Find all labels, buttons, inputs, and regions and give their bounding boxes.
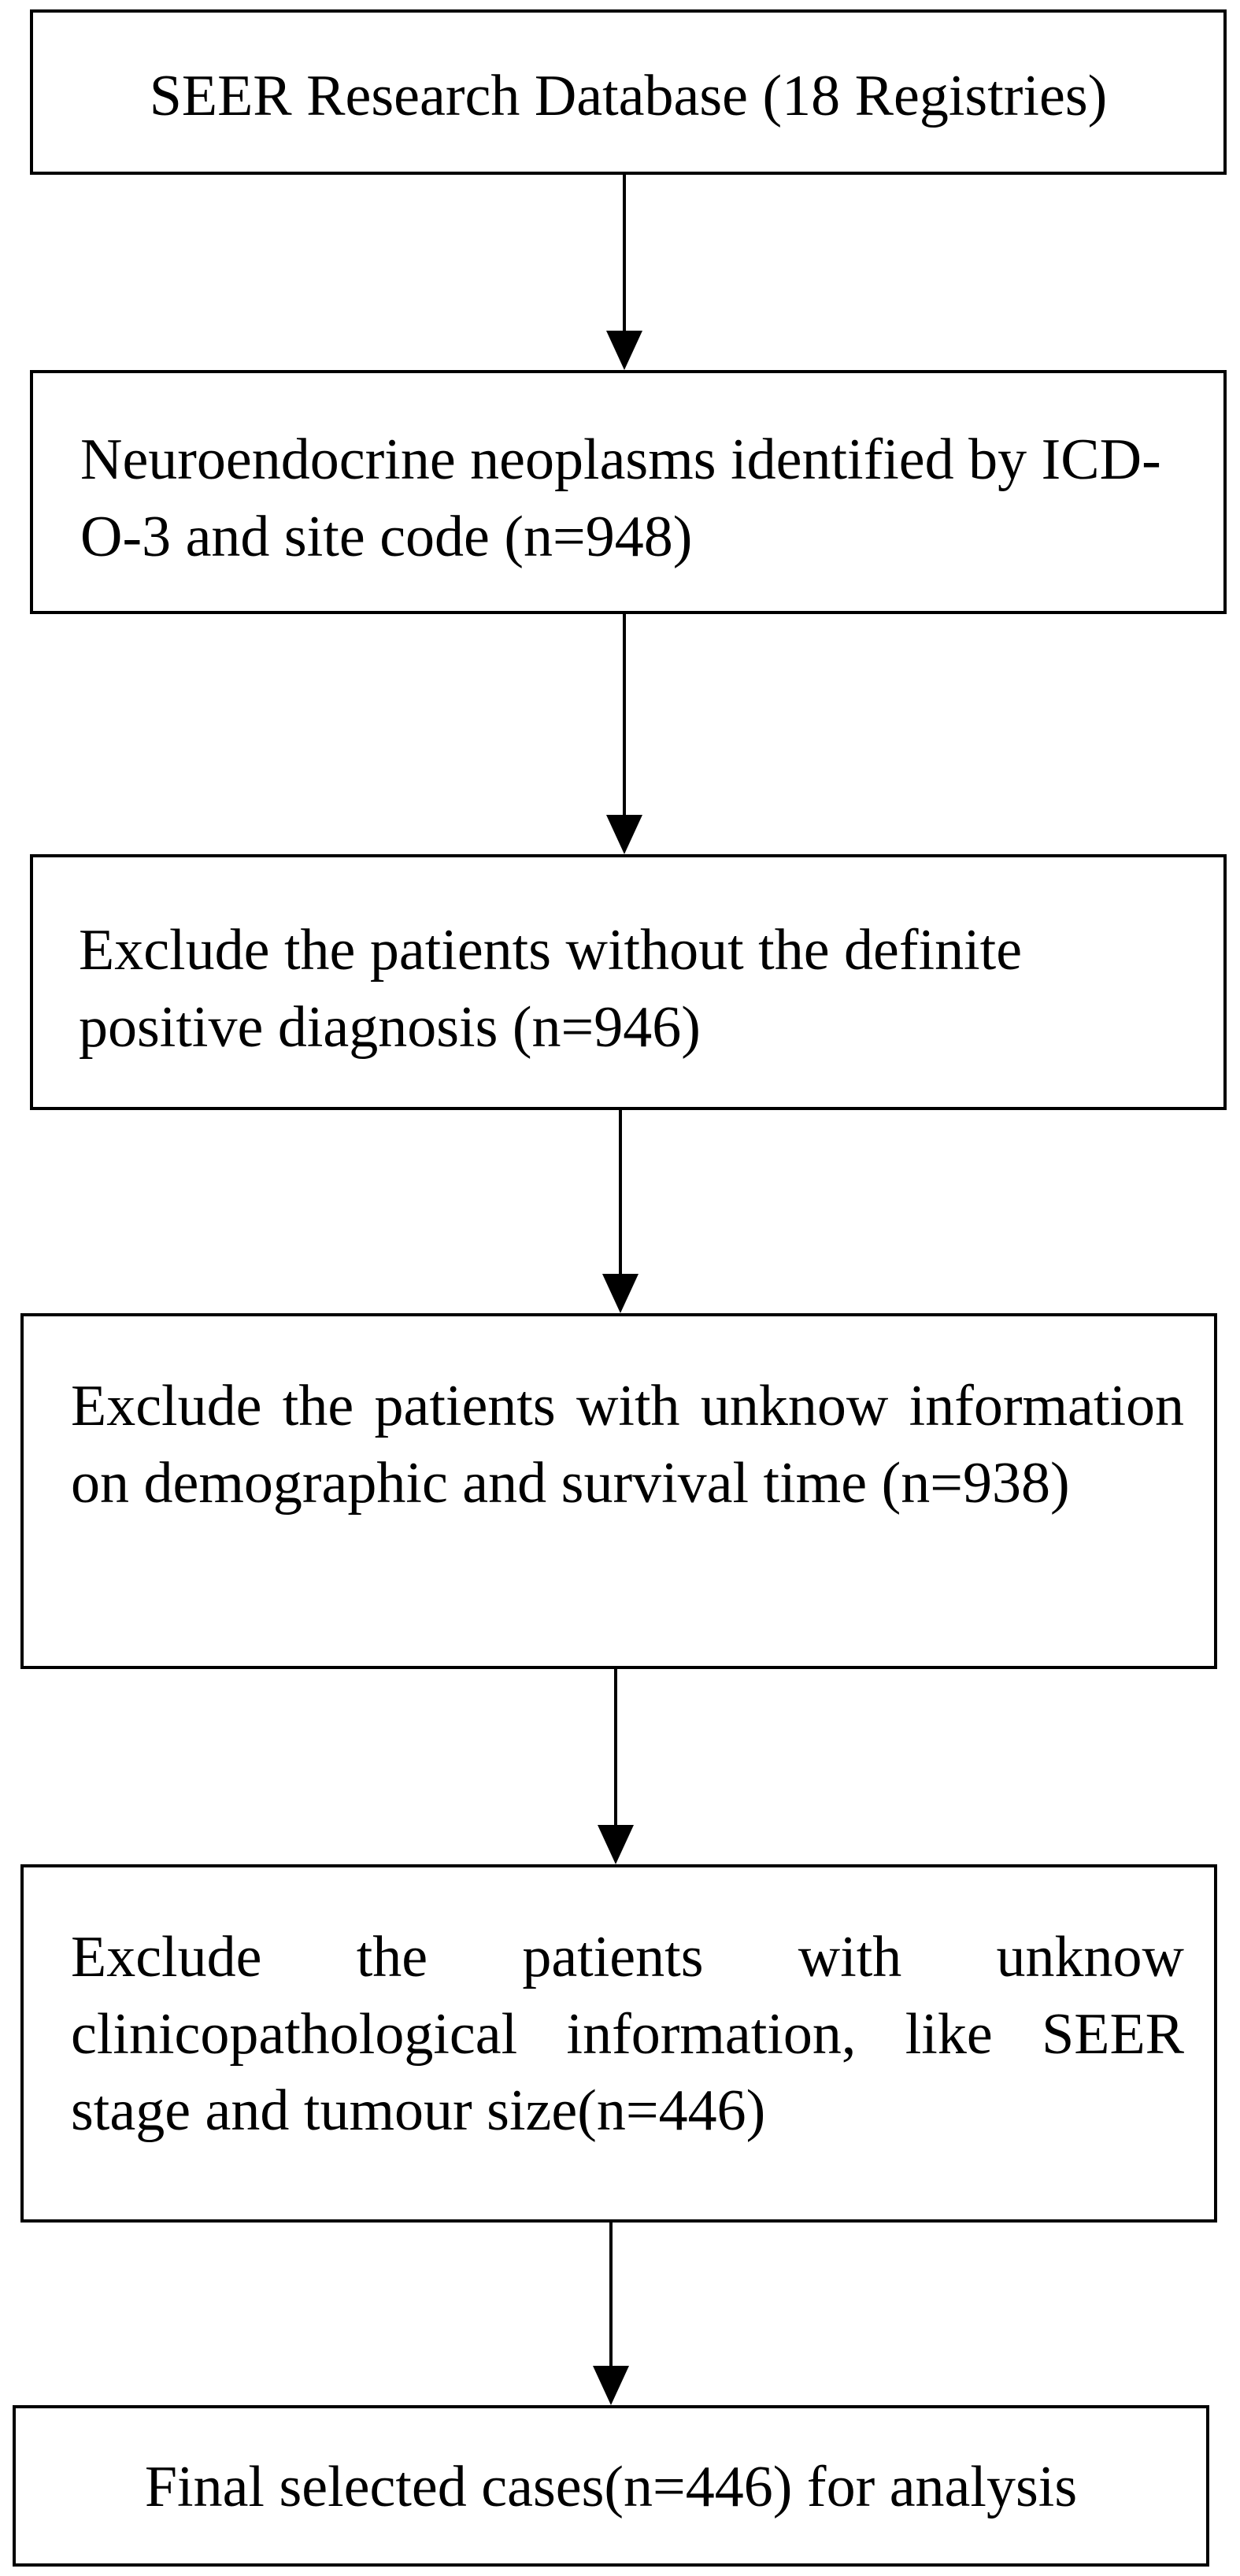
- flowchart-box-text: Exclude the patients without the definit…: [79, 918, 1023, 1060]
- flowchart-box-exclude-unknown-clinicopathological: Exclude the patients with unknow clinico…: [20, 1864, 1217, 2223]
- flowchart-box-text: Exclude the patients with unknow informa…: [71, 1374, 1184, 1516]
- flowchart-box-final-selected-cases: Final selected cases(n=446) for analysis: [13, 2405, 1209, 2567]
- flowchart-box-neoplasms-identified: Neuroendocrine neoplasms identified by I…: [30, 370, 1227, 614]
- flowchart-box-text: Final selected cases(n=446) for analysis: [144, 2455, 1078, 2519]
- flowchart-box-text: Exclude the patients with unknow clinico…: [71, 1925, 1184, 2144]
- flowchart-box-text: SEER Research Database (18 Registries): [149, 64, 1108, 128]
- flowchart-box-seer-database: SEER Research Database (18 Registries): [30, 9, 1227, 175]
- arrow-3-to-4: [602, 1110, 639, 1313]
- arrow-4-to-5: [598, 1669, 634, 1864]
- arrow-5-to-6: [593, 2223, 629, 2405]
- arrow-1-to-2: [606, 175, 642, 370]
- flowchart-box-text: Neuroendocrine neoplasms identified by I…: [80, 427, 1161, 569]
- flowchart-box-exclude-unknown-demographic: Exclude the patients with unknow informa…: [20, 1313, 1217, 1669]
- arrow-2-to-3: [606, 614, 642, 854]
- flowchart-box-exclude-without-diagnosis: Exclude the patients without the definit…: [30, 854, 1227, 1110]
